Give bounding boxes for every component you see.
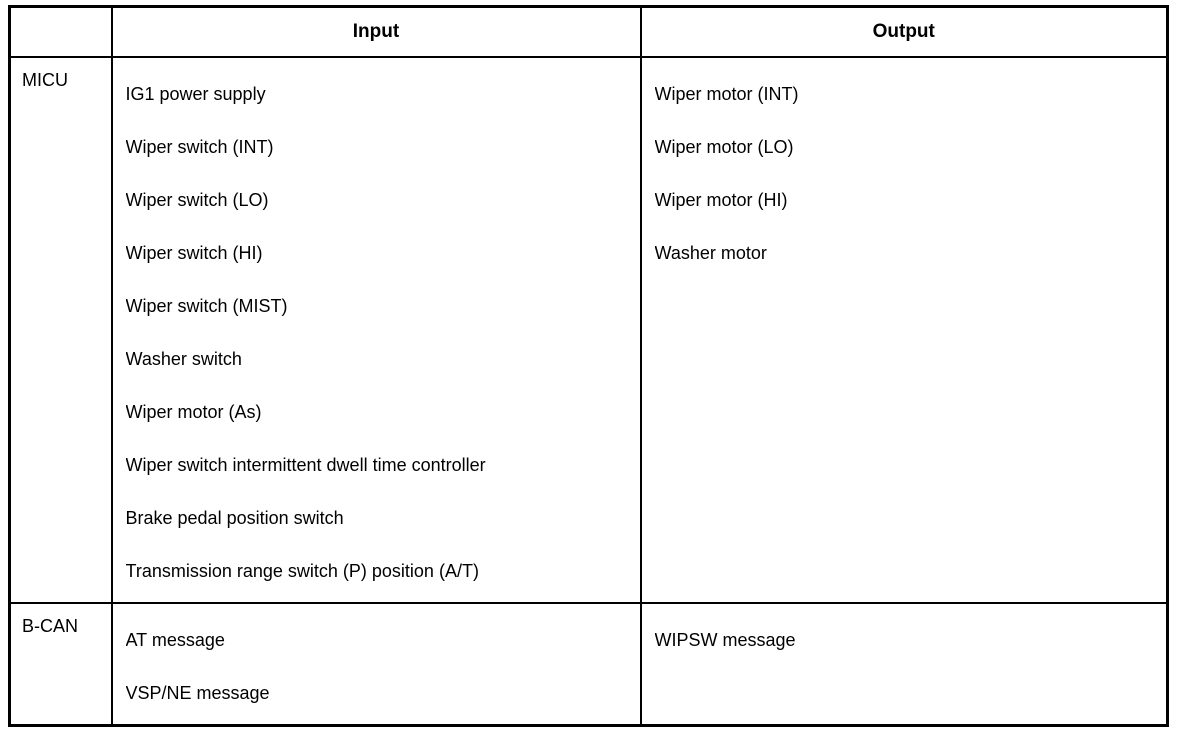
output-item: WIPSW message	[654, 629, 796, 650]
input-item: Wiper switch intermittent dwell time con…	[125, 454, 486, 475]
input-item: Wiper switch (INT)	[125, 136, 274, 157]
input-item: Wiper switch (HI)	[125, 242, 263, 263]
header-output-cell: Output	[639, 5, 1169, 58]
output-item: Wiper motor (INT)	[654, 83, 799, 104]
input-item: Washer switch	[125, 348, 242, 369]
input-item: AT message	[125, 629, 225, 650]
header-source-cell	[8, 5, 113, 58]
input-item: Wiper switch (MIST)	[125, 295, 288, 316]
input-item: VSP/NE message	[125, 682, 270, 703]
input-item: Wiper switch (LO)	[125, 189, 269, 210]
input-item: Transmission range switch (P) position (…	[125, 560, 479, 581]
bcan-output-cell: WIPSW message	[639, 601, 1169, 727]
table-header-row: Input Output	[8, 5, 1169, 58]
table-row-micu: MICU IG1 power supply Wiper switch (INT)…	[8, 55, 1169, 604]
table-row-bcan: B-CAN AT message VSP/NE message WIPSW me…	[8, 601, 1169, 727]
input-item: IG1 power supply	[125, 83, 266, 104]
output-item: Wiper motor (LO)	[654, 136, 794, 157]
output-item: Washer motor	[654, 242, 767, 263]
output-item: Wiper motor (HI)	[654, 189, 788, 210]
header-input-cell: Input	[110, 5, 642, 58]
input-item: Wiper motor (As)	[125, 401, 262, 422]
io-table: Input Output MICU IG1 power supply Wiper…	[8, 5, 1169, 727]
input-item: Brake pedal position switch	[125, 507, 344, 528]
row-label-bcan: B-CAN	[8, 601, 113, 727]
micu-input-cell: IG1 power supply Wiper switch (INT) Wipe…	[110, 55, 642, 604]
micu-output-cell: Wiper motor (INT) Wiper motor (LO) Wiper…	[639, 55, 1169, 604]
row-label-micu: MICU	[8, 55, 113, 604]
bcan-input-cell: AT message VSP/NE message	[110, 601, 642, 727]
